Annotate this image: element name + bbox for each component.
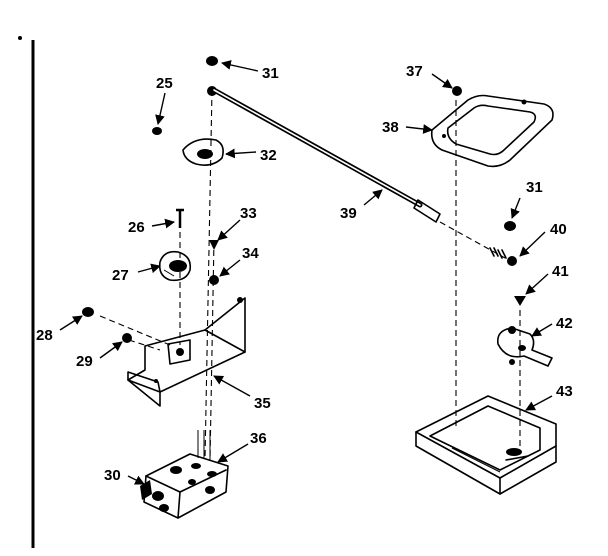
callout-41: 41 — [552, 263, 569, 280]
callout-43: 43 — [556, 383, 573, 400]
part-27-bracket — [158, 250, 192, 282]
callout-25: 25 — [156, 75, 173, 92]
part-26-screw — [176, 208, 184, 228]
callout-26: 26 — [128, 219, 145, 236]
callout-42: 42 — [556, 315, 573, 332]
part-42-cam — [496, 326, 553, 367]
part-34-nut — [209, 275, 219, 285]
callout-30: 30 — [104, 467, 121, 484]
part-40-spring — [489, 247, 517, 266]
part-36-valve-body — [140, 430, 229, 519]
part-31-nut-top — [206, 56, 218, 66]
callout-32: 32 — [260, 147, 277, 164]
part-33-screw — [209, 240, 219, 250]
callout-36: 36 — [250, 430, 267, 447]
part-29-washer — [122, 333, 132, 343]
callout-34: 34 — [242, 245, 259, 262]
callout-labels: 25 31 32 26 33 34 27 28 29 35 36 30 37 3… — [36, 63, 573, 484]
page-border-line — [18, 36, 35, 548]
callout-29: 29 — [76, 353, 93, 370]
part-39-rod — [207, 86, 441, 223]
callout-31-top: 31 — [262, 65, 279, 82]
part-28-screw — [82, 307, 94, 317]
part-41-screw — [514, 296, 526, 306]
part-35-plate — [127, 297, 246, 407]
callout-39: 39 — [340, 205, 357, 222]
callout-28: 28 — [36, 327, 53, 344]
callout-27: 27 — [112, 267, 129, 284]
part-31-nut-right — [504, 221, 516, 231]
callout-35: 35 — [254, 395, 271, 412]
part-32-guide — [182, 138, 224, 166]
callout-33: 33 — [240, 205, 257, 222]
leader-arrows — [59, 60, 553, 485]
part-25-screw — [152, 127, 162, 135]
part-38-bezel — [430, 94, 554, 168]
part-37-screw — [452, 86, 462, 96]
callout-40: 40 — [550, 221, 567, 238]
callout-31-right: 31 — [526, 179, 543, 196]
callout-38: 38 — [382, 119, 399, 136]
part-43-tray — [415, 395, 557, 495]
callout-37: 37 — [406, 63, 423, 80]
